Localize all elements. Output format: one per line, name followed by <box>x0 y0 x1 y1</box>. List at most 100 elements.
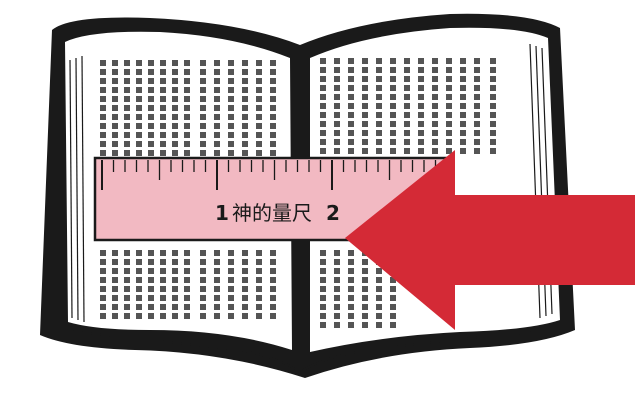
text-glyph <box>362 259 368 265</box>
text-glyph <box>228 150 234 156</box>
text-glyph <box>256 132 262 138</box>
text-glyph <box>124 286 130 292</box>
text-glyph <box>172 295 178 301</box>
text-glyph <box>320 268 326 274</box>
text-glyph <box>200 295 206 301</box>
text-glyph <box>184 60 190 66</box>
text-glyph <box>432 94 438 100</box>
text-glyph <box>256 60 262 66</box>
text-glyph <box>200 304 206 310</box>
text-glyph <box>460 58 466 64</box>
text-glyph <box>376 58 382 64</box>
text-glyph <box>242 304 248 310</box>
text-glyph <box>112 304 118 310</box>
text-glyph <box>112 132 118 138</box>
text-glyph <box>432 76 438 82</box>
text-glyph <box>256 105 262 111</box>
text-glyph <box>136 268 142 274</box>
text-glyph <box>320 250 326 256</box>
text-glyph <box>148 60 154 66</box>
text-glyph <box>362 148 368 154</box>
text-glyph <box>200 114 206 120</box>
text-glyph <box>362 67 368 73</box>
text-glyph <box>348 67 354 73</box>
text-glyph <box>348 112 354 118</box>
text-glyph <box>184 286 190 292</box>
text-glyph <box>124 114 130 120</box>
text-glyph <box>390 295 396 301</box>
text-glyph <box>100 268 106 274</box>
text-glyph <box>214 123 220 129</box>
text-glyph <box>270 250 276 256</box>
text-glyph <box>270 277 276 283</box>
text-glyph <box>376 94 382 100</box>
text-glyph <box>334 259 340 265</box>
text-glyph <box>148 277 154 283</box>
text-glyph <box>320 286 326 292</box>
text-glyph <box>228 259 234 265</box>
text-glyph <box>112 141 118 147</box>
text-glyph <box>148 304 154 310</box>
text-glyph <box>404 85 410 91</box>
text-glyph <box>446 76 452 82</box>
text-glyph <box>160 105 166 111</box>
text-glyph <box>242 123 248 129</box>
text-glyph <box>376 103 382 109</box>
text-glyph <box>200 250 206 256</box>
text-glyph <box>242 313 248 319</box>
text-glyph <box>228 60 234 66</box>
text-glyph <box>100 87 106 93</box>
text-glyph <box>460 67 466 73</box>
text-glyph <box>334 322 340 328</box>
text-glyph <box>376 277 382 283</box>
text-glyph <box>242 277 248 283</box>
text-glyph <box>334 304 340 310</box>
text-glyph <box>160 96 166 102</box>
text-glyph <box>490 94 496 100</box>
text-glyph <box>490 76 496 82</box>
text-glyph <box>172 304 178 310</box>
text-glyph <box>446 130 452 136</box>
text-glyph <box>320 322 326 328</box>
text-glyph <box>256 313 262 319</box>
text-glyph <box>172 259 178 265</box>
scripture-text-columns <box>100 58 496 328</box>
text-glyph <box>214 78 220 84</box>
text-glyph <box>446 67 452 73</box>
text-glyph <box>148 141 154 147</box>
text-glyph <box>376 139 382 145</box>
text-glyph <box>242 259 248 265</box>
text-glyph <box>362 304 368 310</box>
text-glyph <box>136 304 142 310</box>
text-glyph <box>124 78 130 84</box>
text-glyph <box>100 277 106 283</box>
text-glyph <box>460 148 466 154</box>
text-glyph <box>404 103 410 109</box>
text-glyph <box>390 130 396 136</box>
text-glyph <box>474 139 480 145</box>
text-glyph <box>160 132 166 138</box>
text-glyph <box>334 76 340 82</box>
text-glyph <box>100 78 106 84</box>
text-glyph <box>172 141 178 147</box>
text-glyph <box>256 141 262 147</box>
text-glyph <box>228 123 234 129</box>
text-glyph <box>136 78 142 84</box>
text-glyph <box>136 132 142 138</box>
text-glyph <box>334 112 340 118</box>
text-glyph <box>160 87 166 93</box>
text-glyph <box>256 286 262 292</box>
text-glyph <box>256 268 262 274</box>
text-glyph <box>270 141 276 147</box>
text-glyph <box>148 132 154 138</box>
text-glyph <box>172 250 178 256</box>
text-glyph <box>172 268 178 274</box>
text-glyph <box>184 96 190 102</box>
text-glyph <box>100 123 106 129</box>
text-glyph <box>184 132 190 138</box>
text-glyph <box>334 121 340 127</box>
text-glyph <box>228 268 234 274</box>
text-glyph <box>160 313 166 319</box>
text-glyph <box>490 58 496 64</box>
text-glyph <box>432 130 438 136</box>
